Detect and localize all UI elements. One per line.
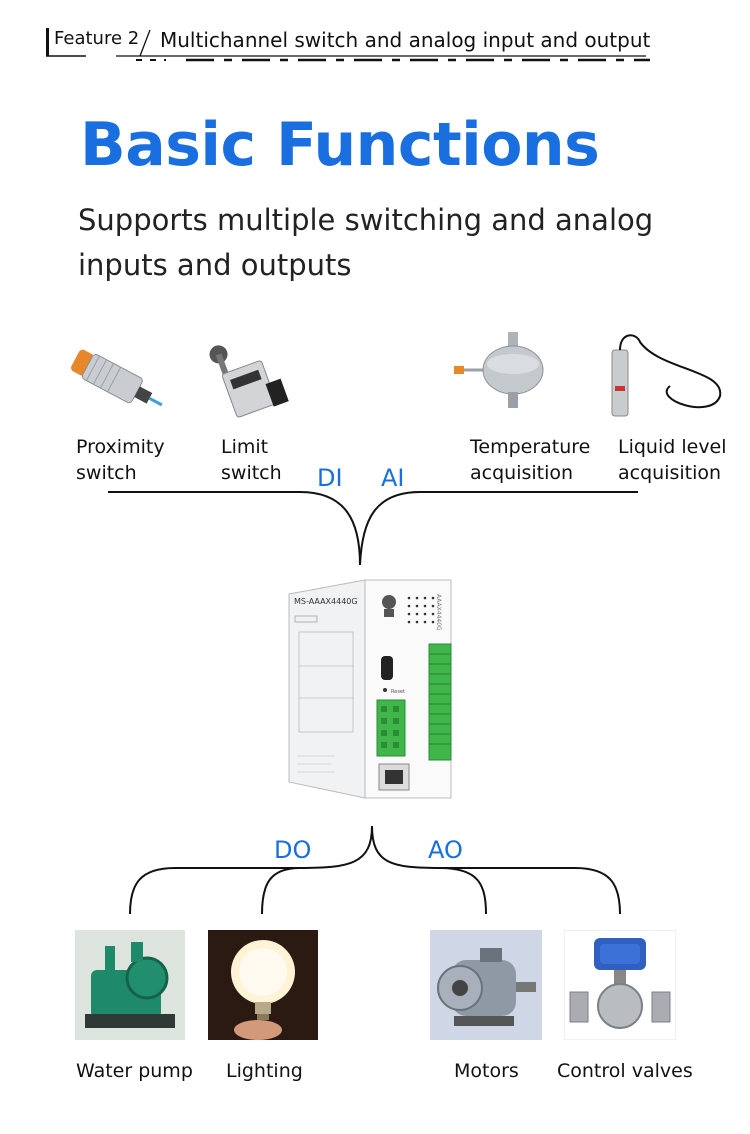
output-label-control-valves: Control valves	[557, 1060, 693, 1082]
io-module-device: MS-AAAX4440G AAAX4440G Reset	[288, 579, 452, 799]
output-label-motors: Motors	[454, 1060, 519, 1082]
input-label-temperature: Temperature acquisition	[470, 436, 591, 484]
page-subtitle: Supports multiple switching and analog i…	[78, 198, 698, 288]
reset-label: Reset	[391, 689, 405, 695]
device-side-label: AAAX4440G	[435, 594, 442, 631]
page-title: Basic Functions	[80, 110, 600, 180]
input-label-proximity: Proximity switch	[76, 436, 165, 484]
feature-tag: Feature 2	[54, 28, 140, 49]
output-label-lighting: Lighting	[226, 1060, 303, 1082]
motor-icon	[430, 930, 542, 1040]
feature-header: Feature 2 Multichannel switch and analog…	[46, 24, 706, 62]
feature-title: Multichannel switch and analog input and…	[160, 28, 651, 52]
input-label-liquid-level: Liquid level acquisition	[618, 436, 727, 484]
limit-switch-icon	[209, 345, 289, 418]
water-pump-icon	[75, 930, 185, 1040]
ai-label: AI	[381, 464, 405, 492]
load-cell-icon	[454, 332, 544, 408]
ao-label: AO	[428, 836, 463, 864]
subtitle-line-2: inputs and outputs	[78, 248, 352, 282]
control-valve-icon	[564, 930, 676, 1040]
input-label-limit: Limit switch	[221, 436, 282, 484]
subtitle-line-1: Supports multiple switching and analog	[78, 203, 654, 237]
output-label-water-pump: Water pump	[76, 1060, 193, 1082]
device-model-label: MS-AAAX4440G	[294, 597, 358, 606]
do-label: DO	[274, 836, 312, 864]
level-sensor-icon	[611, 334, 722, 417]
input-connector-lines	[108, 491, 638, 566]
proximity-sensor-icon	[71, 349, 163, 407]
di-label: DI	[317, 464, 343, 492]
light-bulb-icon	[208, 930, 318, 1040]
feature-header-frame	[46, 28, 650, 62]
output-connector-lines	[129, 825, 621, 915]
